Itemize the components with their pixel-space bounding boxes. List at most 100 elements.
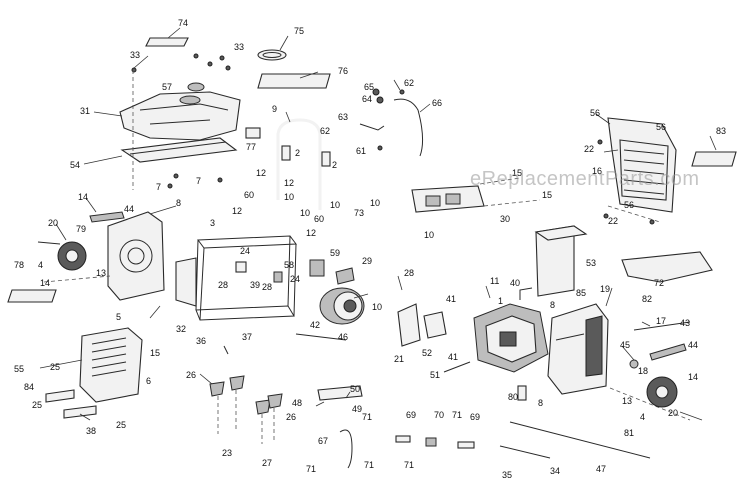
part-29-bracket <box>335 267 355 285</box>
watermark-text: eReplacementParts.com <box>470 168 700 190</box>
part-75-gasket <box>257 49 287 61</box>
callout-28: 28 <box>218 280 228 290</box>
part-67-hose <box>339 429 353 469</box>
callout-52: 52 <box>422 348 432 358</box>
callout-34: 34 <box>550 466 560 476</box>
part-44-bracket <box>89 211 125 223</box>
callout-61: 61 <box>356 146 366 156</box>
callout-14: 14 <box>688 372 698 382</box>
part-6-control-panel <box>79 327 143 403</box>
parts-fuel-valve-group <box>359 88 424 157</box>
callout-8: 8 <box>538 398 543 408</box>
callout-63: 63 <box>338 112 348 122</box>
callout-10: 10 <box>284 192 294 202</box>
callout-70: 70 <box>434 410 444 420</box>
callout-44: 44 <box>124 204 134 214</box>
part-51-hose <box>443 361 471 373</box>
callout-48: 48 <box>292 398 302 408</box>
part-21-box <box>397 303 421 347</box>
part-80-label <box>517 385 527 401</box>
callout-71: 71 <box>362 412 372 422</box>
callout-10: 10 <box>372 302 382 312</box>
callout-83: 83 <box>716 126 726 136</box>
callout-10: 10 <box>370 198 380 208</box>
part-53-box <box>534 225 588 297</box>
callout-44: 44 <box>688 340 698 350</box>
callout-32: 32 <box>176 324 186 334</box>
callout-71: 71 <box>306 464 316 474</box>
callout-78: 78 <box>14 260 24 270</box>
callout-71: 71 <box>364 460 374 470</box>
callout-49: 49 <box>352 404 362 414</box>
part-31-tank-cover <box>119 91 241 141</box>
callout-19: 19 <box>600 284 610 294</box>
callout-71: 71 <box>452 410 462 420</box>
part-9-handle <box>276 118 331 210</box>
callout-26: 26 <box>186 370 196 380</box>
part-34-35-bars <box>499 445 551 459</box>
part-78-label <box>7 289 57 303</box>
callout-40: 40 <box>510 278 520 288</box>
part-3-frame <box>195 235 297 321</box>
callout-20: 20 <box>668 408 678 418</box>
callout-10: 10 <box>330 200 340 210</box>
part-72-panel <box>621 251 713 283</box>
callout-67: 67 <box>318 436 328 446</box>
callout-57: 57 <box>162 82 172 92</box>
fasteners-33 <box>131 53 231 73</box>
callout-23: 23 <box>222 448 232 458</box>
callout-12: 12 <box>232 206 242 216</box>
callout-7: 7 <box>196 176 201 186</box>
callout-27: 27 <box>262 458 272 468</box>
callout-4: 4 <box>640 412 645 422</box>
callout-69: 69 <box>406 410 416 420</box>
part-81-label <box>609 387 691 421</box>
callout-47: 47 <box>596 464 606 474</box>
callout-5: 5 <box>116 312 121 322</box>
part-23-27-bolts <box>217 390 275 444</box>
callout-10: 10 <box>424 230 434 240</box>
part-76-label <box>257 73 331 89</box>
callout-62: 62 <box>320 126 330 136</box>
callout-51: 51 <box>430 370 440 380</box>
callout-14: 14 <box>78 192 88 202</box>
callout-15: 15 <box>542 190 552 200</box>
callout-45: 45 <box>620 340 630 350</box>
callout-50: 50 <box>350 384 360 394</box>
part-47-cable <box>509 421 651 459</box>
fasteners-7 <box>132 70 223 190</box>
callout-8: 8 <box>550 300 555 310</box>
part-59-module <box>309 259 325 277</box>
callout-24: 24 <box>240 246 250 256</box>
callout-64: 64 <box>362 94 372 104</box>
callout-36: 36 <box>196 336 206 346</box>
part-46-rod <box>295 333 347 341</box>
callout-12: 12 <box>256 168 266 178</box>
callout-74: 74 <box>178 18 188 28</box>
part-83-label <box>691 151 737 167</box>
callout-41: 41 <box>446 294 456 304</box>
callout-1: 1 <box>498 296 503 306</box>
callout-20: 20 <box>48 218 58 228</box>
callout-26: 26 <box>286 412 296 422</box>
part-30-muffler-shield <box>411 177 541 213</box>
callout-66: 66 <box>432 98 442 108</box>
callout-12: 12 <box>284 178 294 188</box>
callout-2: 2 <box>295 148 300 158</box>
callout-79: 79 <box>76 224 86 234</box>
callout-31: 31 <box>80 106 90 116</box>
part-49-bracket <box>317 385 363 401</box>
callout-69: 69 <box>470 412 480 422</box>
callout-13: 13 <box>622 396 632 406</box>
callout-56: 56 <box>656 122 666 132</box>
callout-42: 42 <box>310 320 320 330</box>
callout-58: 58 <box>284 260 294 270</box>
callout-54: 54 <box>70 160 80 170</box>
part-54-tray <box>120 137 238 163</box>
callout-56: 56 <box>590 108 600 118</box>
callout-22: 22 <box>608 216 618 226</box>
callout-labels: 74 75 33 33 76 57 31 9 2 2 54 77 7 7 65 … <box>14 18 726 480</box>
callout-75: 75 <box>294 26 304 36</box>
callout-15: 15 <box>150 348 160 358</box>
callout-14: 14 <box>40 278 50 288</box>
